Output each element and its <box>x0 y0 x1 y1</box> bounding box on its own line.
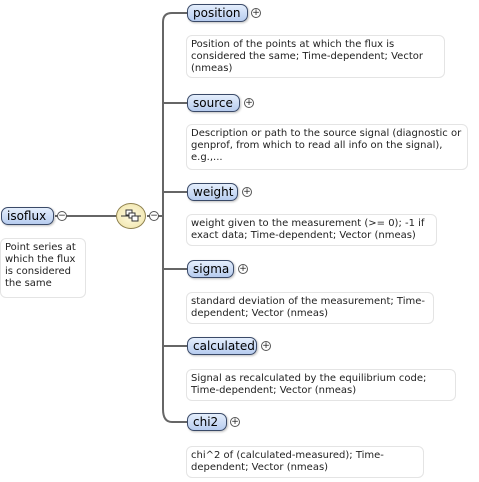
sequence-compositor[interactable] <box>116 203 146 229</box>
element-node-calculated[interactable]: calculated <box>187 337 257 355</box>
element-label: position <box>193 6 241 20</box>
sequence-icon <box>121 209 141 222</box>
root-collapse-toggle[interactable]: − <box>57 211 67 221</box>
expand-toggle-weight[interactable]: + <box>242 187 252 197</box>
expand-toggle-sigma[interactable]: + <box>238 264 248 274</box>
expand-toggle-calculated[interactable]: + <box>261 341 271 351</box>
element-description-source: Description or path to the source signal… <box>186 124 468 170</box>
element-node-source[interactable]: source <box>187 94 240 112</box>
element-node-sigma[interactable]: sigma <box>187 260 234 278</box>
element-description-weight: weight given to the measurement (>= 0); … <box>186 214 437 246</box>
element-label: source <box>193 96 233 110</box>
root-element-node[interactable]: isoflux <box>1 207 54 225</box>
element-label: calculated <box>193 339 255 353</box>
element-label: chi2 <box>193 415 219 429</box>
element-node-position[interactable]: position <box>187 4 248 22</box>
element-label: sigma <box>193 262 230 276</box>
element-description-chi2: chi^2 of (calculated-measured); Time-dep… <box>186 446 424 478</box>
root-element-label: isoflux <box>7 209 47 223</box>
expand-toggle-chi2[interactable]: + <box>230 417 240 427</box>
element-label: weight <box>193 185 234 199</box>
element-description-calculated: Signal as recalculated by the equilibriu… <box>186 369 456 401</box>
element-description-sigma: standard deviation of the measurement; T… <box>186 292 434 324</box>
root-description: Point series at which the flux is consid… <box>0 238 86 298</box>
compositor-collapse-toggle[interactable]: − <box>149 211 159 221</box>
child-trunk <box>162 12 187 423</box>
expand-toggle-position[interactable]: + <box>251 8 261 18</box>
element-node-weight[interactable]: weight <box>187 183 238 201</box>
expand-toggle-source[interactable]: + <box>244 98 254 108</box>
element-description-position: Position of the points at which the flux… <box>186 35 445 78</box>
element-node-chi2[interactable]: chi2 <box>187 413 227 431</box>
